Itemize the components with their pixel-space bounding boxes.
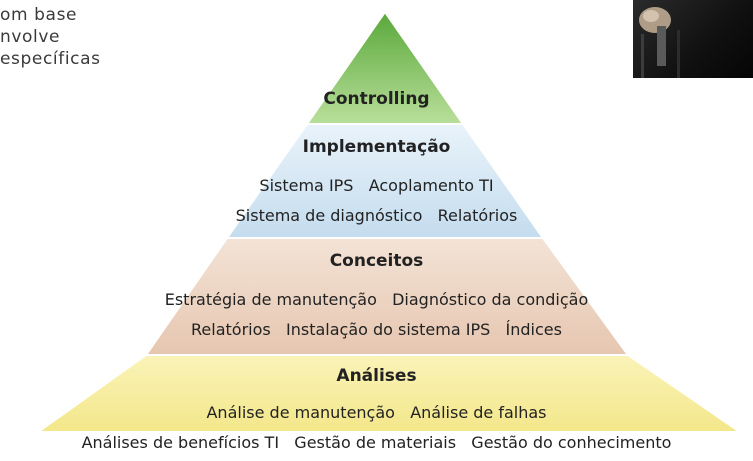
intro-line-2: nvolve <box>0 27 61 47</box>
pyramid-level-analises <box>34 354 744 433</box>
photo-thumbnail <box>633 0 753 78</box>
level-line-analises-1: Análise de manutenção Análise de falhas <box>206 403 547 422</box>
level-title-conceitos: Conceitos <box>329 251 424 271</box>
level-title-implementacao: Implementação <box>302 137 451 157</box>
level-line-implementacao-1: Sistema IPS Acoplamento TI <box>259 176 494 195</box>
level-title-analises: Análises <box>336 366 417 386</box>
level-line-analises-2: Análises de benefícios TI Gestão de mate… <box>81 433 672 452</box>
intro-text: om base nvolve específicas <box>0 4 101 70</box>
intro-line-3: específicas <box>0 49 101 69</box>
intro-line-1: om base <box>0 5 78 25</box>
level-line-implementacao-2: Sistema de diagnóstico Relatórios <box>235 206 518 225</box>
level-line-conceitos-2: Relatórios Instalação do sistema IPS Índ… <box>191 320 562 339</box>
level-line-conceitos-1: Estratégia de manutenção Diagnóstico da … <box>164 290 589 309</box>
level-title-controlling: Controlling <box>323 89 430 109</box>
